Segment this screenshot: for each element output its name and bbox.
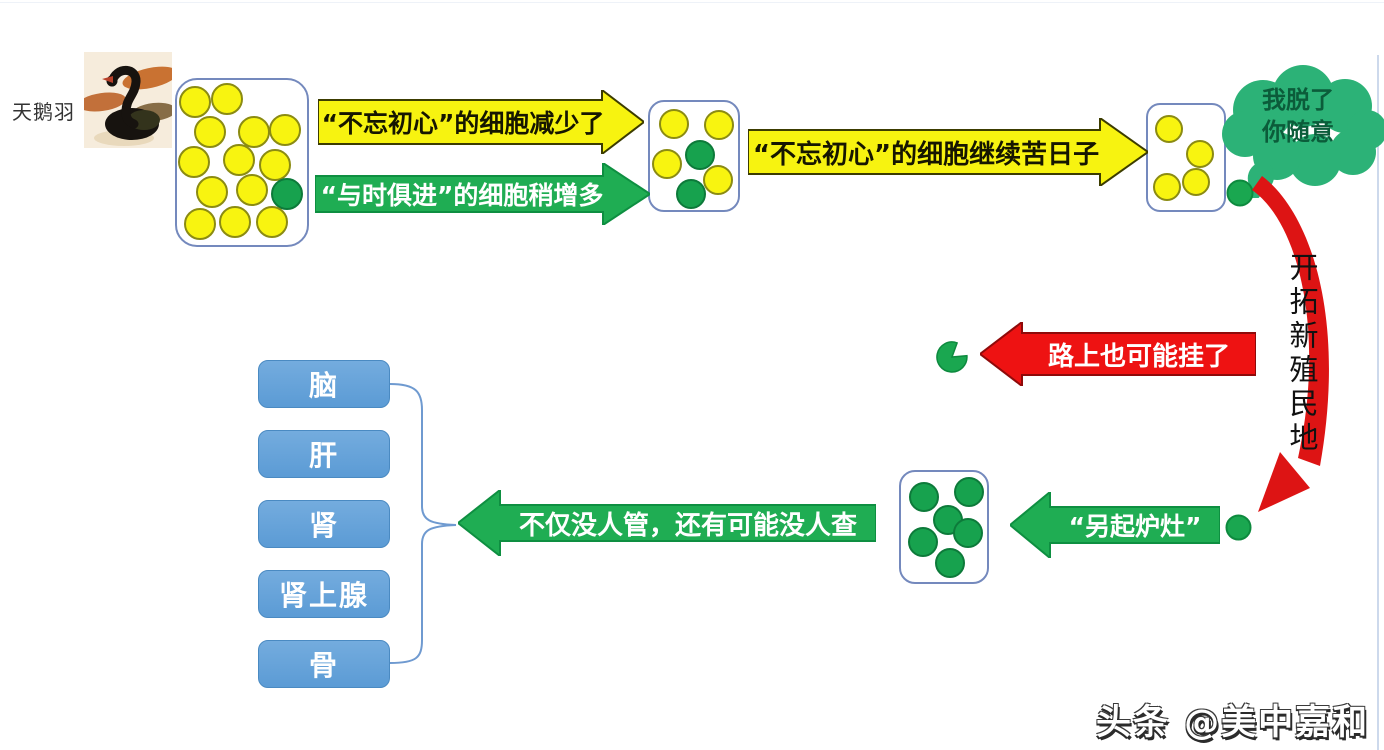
cell-circle-yellow: [256, 206, 288, 238]
cell-circle-yellow: [259, 149, 291, 181]
right-edge-line: [1377, 55, 1379, 750]
cell-circle-yellow: [659, 109, 689, 139]
cell-circle-yellow: [223, 144, 255, 176]
cell-circle-yellow: [269, 114, 301, 146]
black-swan-image: [84, 52, 172, 148]
cell-circle-yellow: [219, 206, 251, 238]
cell-circle-yellow: [238, 116, 270, 148]
cell-circle-yellow: [211, 83, 243, 115]
cell-circle-yellow: [196, 176, 228, 208]
corner-label: 天鹅羽: [12, 100, 75, 124]
cell-box-after-treatment: [648, 100, 740, 212]
organ-label-kidney: 肾: [308, 509, 339, 542]
cell-circle-yellow: [1186, 140, 1214, 168]
arrow-die-on-way: [980, 322, 1256, 386]
arrow-cells-decrease: [318, 90, 644, 154]
top-edge-line: [0, 2, 1384, 3]
cell-circle-yellow: [1153, 173, 1181, 201]
arrow-new-stove: [1010, 492, 1220, 558]
cell-circle-green: [685, 140, 715, 170]
speech-bubble-line1: 我脱了: [1262, 86, 1334, 114]
organ-box-bone: 骨: [258, 640, 390, 688]
cell-circle-green: [908, 527, 938, 557]
cell-box-primary-tumor: [175, 78, 309, 247]
organ-brace: [389, 383, 457, 664]
cell-circle-yellow: [652, 149, 682, 179]
travelling-cell: [1225, 514, 1252, 541]
cell-circle-yellow: [184, 208, 216, 240]
arrow-cells-adapt: [315, 163, 650, 225]
arrow-die-on-way-label: 路上也可能挂了: [1047, 341, 1230, 372]
cell-circle-green: [954, 477, 984, 507]
cell-circle-yellow: [703, 165, 733, 195]
cell-circle-green: [676, 179, 706, 209]
organ-box-liver: 肝: [258, 430, 390, 478]
speech-bubble: [1222, 65, 1384, 198]
cell-circle-green: [953, 518, 983, 548]
cell-circle-yellow: [1182, 168, 1210, 196]
arrow-colonize-label: 开拓新殖民地: [1285, 252, 1319, 456]
cell-circle-yellow: [179, 86, 211, 118]
cell-circle-yellow: [178, 146, 210, 178]
arrow-unchecked: [458, 490, 876, 556]
arrow-colonize-curve: [1252, 176, 1329, 512]
arrow-cells-decrease-label: “不忘初心”的细胞减少了: [321, 109, 605, 138]
organ-label-liver: 肝: [308, 439, 339, 472]
arrow-new-stove-label: “另起炉灶”: [1068, 512, 1202, 541]
speech-bubble-text: 我脱了 你随意: [1238, 84, 1358, 148]
organ-label-bone: 骨: [308, 649, 339, 682]
arrow-cells-adapt-label: “与时俱进”的细胞稍增多: [320, 181, 604, 210]
arrow-cells-persist-label: “不忘初心”的细胞继续苦日子: [752, 139, 1100, 170]
dying-cell: [936, 341, 968, 373]
speech-bubble-line2: 你随意: [1262, 118, 1334, 146]
cell-box-resistant: [1146, 103, 1226, 212]
organ-box-kidney: 肾: [258, 500, 390, 548]
watermark: 头条 @美中嘉和: [1096, 703, 1370, 743]
arrow-unchecked-label: 不仅没人管，还有可能没人查: [518, 510, 857, 541]
organ-box-brain: 脑: [258, 360, 390, 408]
cell-circle-yellow: [1155, 115, 1183, 143]
cell-circle-yellow: [704, 110, 734, 140]
cell-circle-green: [935, 548, 965, 578]
cell-circle-yellow: [236, 174, 268, 206]
escaped-cell: [1226, 179, 1254, 207]
arrow-cells-persist: [748, 118, 1148, 186]
cell-circle-yellow: [194, 116, 226, 148]
organ-label-brain: 脑: [308, 369, 339, 402]
cell-circle-green: [271, 178, 303, 210]
cell-box-new-colony: [899, 470, 989, 584]
organ-label-adrenal: 肾上腺: [278, 579, 369, 612]
organ-box-adrenal: 肾上腺: [258, 570, 390, 618]
cell-circle-green: [909, 482, 939, 512]
